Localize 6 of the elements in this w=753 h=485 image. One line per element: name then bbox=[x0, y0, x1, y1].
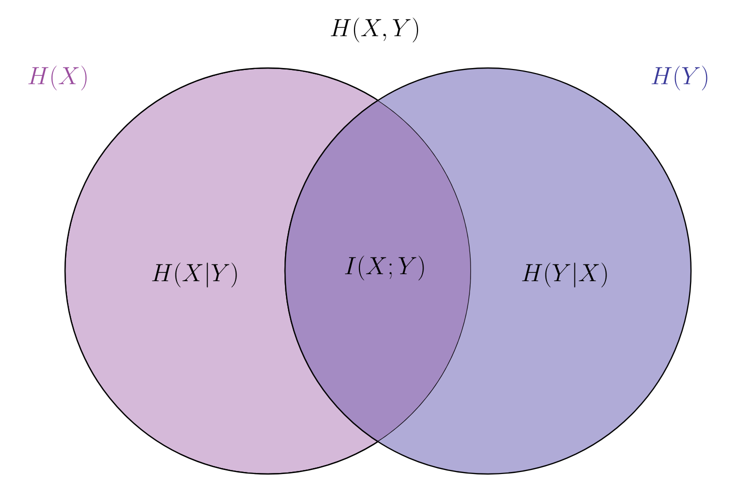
set-label: $H(Y)$ bbox=[652, 66, 708, 90]
region-label: $H(Y|X)$ bbox=[522, 262, 607, 288]
region-label: $H(X|Y)$ bbox=[152, 262, 237, 288]
joint-label: $H(X,Y)$ bbox=[330, 18, 418, 42]
region-label: $I(X;Y)$ bbox=[344, 256, 424, 280]
set-label: $H(X)$ bbox=[28, 66, 87, 90]
